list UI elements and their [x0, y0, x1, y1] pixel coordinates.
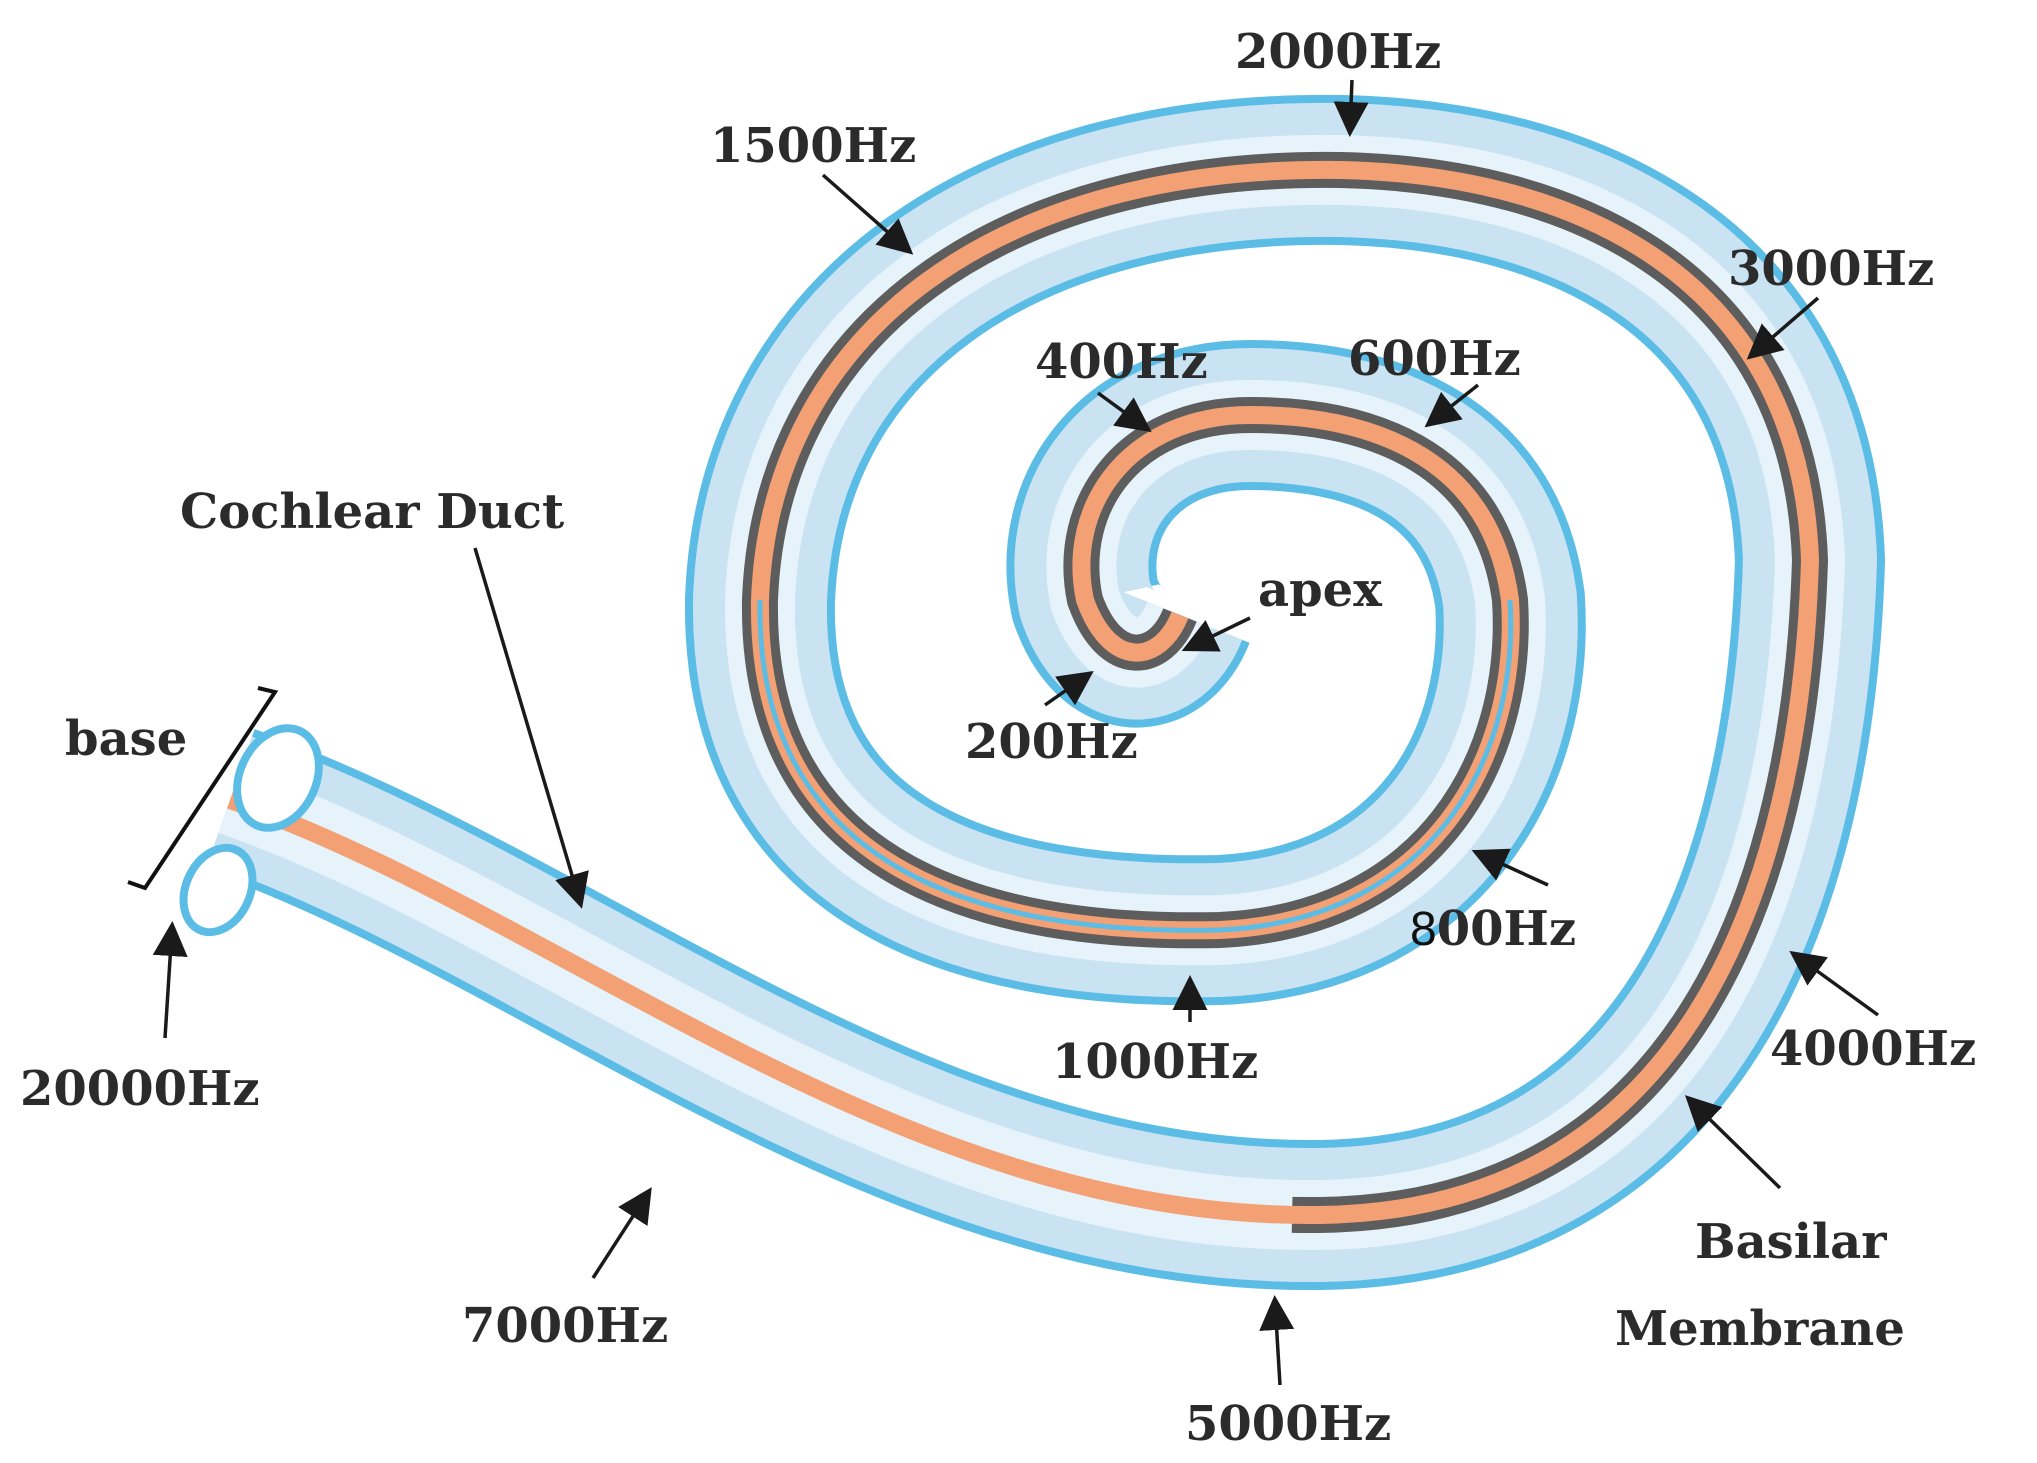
label-20000hz: 20000Hz [20, 1061, 260, 1117]
arrow-basilar-membrane [1684, 1095, 1782, 1190]
label-5000hz: 5000Hz [1185, 1396, 1391, 1452]
cochlear-spiral [205, 94, 1885, 1291]
arrow-400hz [1096, 391, 1152, 433]
label-400hz: 400Hz [1035, 334, 1208, 390]
label-1000hz: 1000Hz [1052, 1034, 1258, 1090]
label-4000hz: 4000Hz [1770, 1021, 1976, 1077]
labels: Cochlear Duct base apex Basilar Membrane… [20, 24, 1976, 1452]
turn-separator [757, 599, 1514, 933]
arrow-1500hz [821, 173, 914, 255]
label-3000hz: 3000Hz [1728, 241, 1934, 297]
label-200hz: 200Hz [965, 714, 1138, 770]
arrow-3000hz [1746, 296, 1820, 360]
arrow-4000hz [1789, 950, 1880, 1017]
arrow-200hz [1043, 670, 1094, 707]
label-cochlear-duct: Cochlear Duct [180, 484, 564, 540]
label-800hz-digit: 8 [1410, 903, 1437, 956]
label-600hz: 600Hz [1348, 331, 1521, 387]
arrow-cochlear-duct [473, 547, 589, 909]
label-2000hz: 2000Hz [1235, 24, 1441, 80]
arrow-20000hz [152, 921, 188, 1039]
upper-tube-opening [233, 724, 323, 832]
arrows [152, 79, 1880, 1386]
base-bracket [127, 686, 279, 891]
arrow-800hz [1471, 848, 1549, 887]
duct-base-openings [179, 724, 323, 937]
label-apex: apex [1258, 562, 1382, 618]
arrow-apex [1181, 616, 1251, 652]
label-7000hz: 7000Hz [462, 1298, 668, 1354]
label-800hz: 800Hz [1410, 901, 1576, 957]
label-base: base [65, 711, 187, 767]
label-basilar: Basilar [1695, 1214, 1887, 1270]
label-membrane: Membrane [1615, 1301, 1905, 1357]
arrow-5000hz [1259, 1295, 1295, 1386]
arrow-600hz [1424, 383, 1480, 428]
label-800hz-rest: 00Hz [1437, 901, 1576, 957]
arrow-2000hz [1333, 79, 1369, 137]
arrow-7000hz [591, 1187, 652, 1279]
lower-tube-opening [179, 843, 257, 937]
basilar-membrane-band [227, 160, 1819, 1225]
label-1500hz: 1500Hz [710, 118, 916, 174]
